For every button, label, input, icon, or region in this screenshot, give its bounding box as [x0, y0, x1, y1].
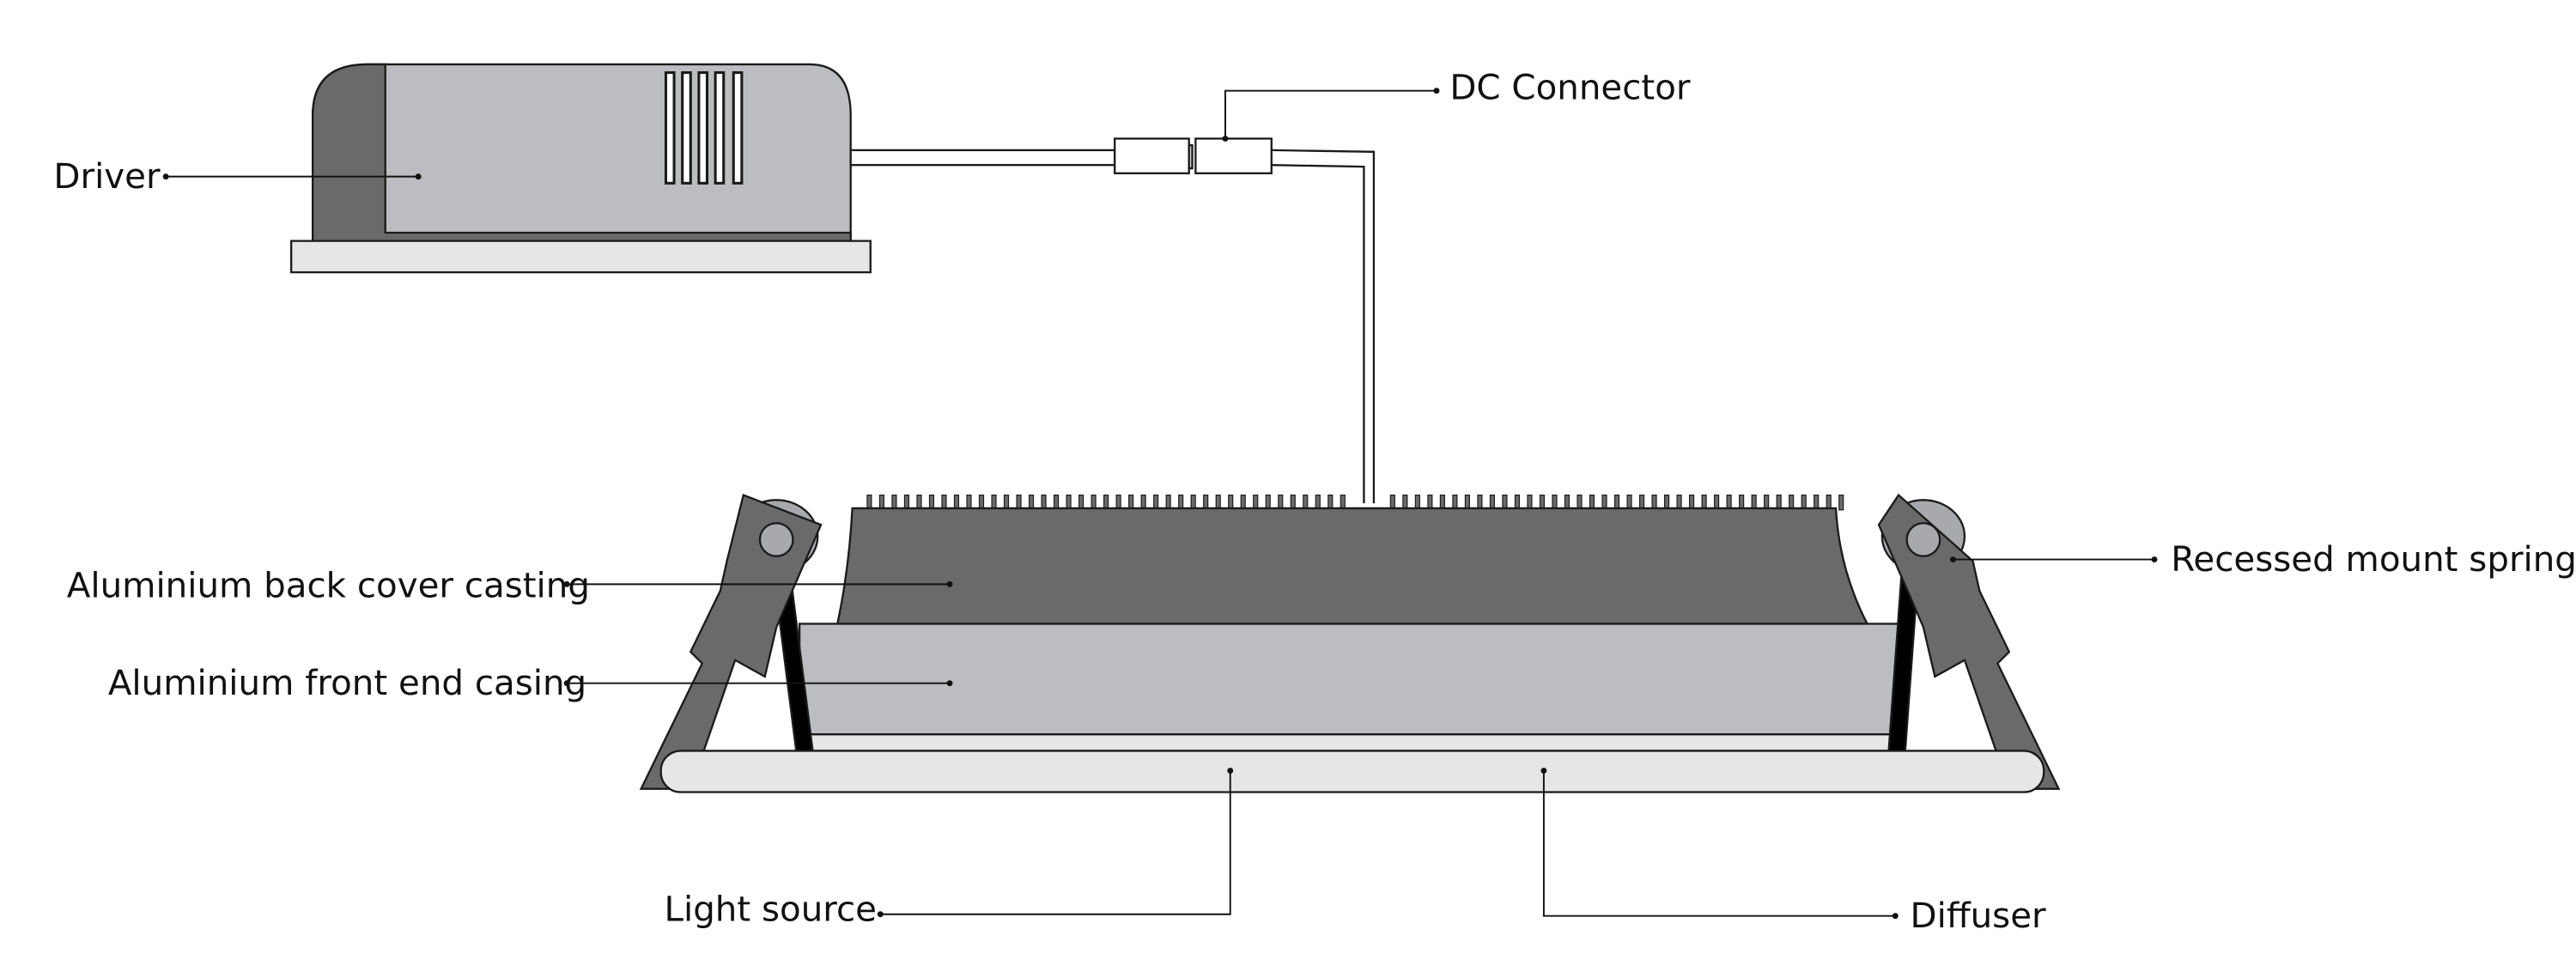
vent-slots	[664, 71, 744, 185]
label-front-end: Aluminium front end casing	[108, 663, 586, 703]
aluminium-front-end-casing	[798, 623, 1900, 736]
label-light-source: Light source	[665, 889, 877, 929]
leader-lines	[166, 89, 2154, 917]
label-dc-connector: DC Connector	[1449, 67, 1691, 107]
leader-dots	[162, 88, 2158, 920]
cable-and-dc-connector	[849, 137, 1376, 504]
left-mount-spring	[639, 494, 823, 790]
label-back-cover: Aluminium back cover casting	[67, 566, 590, 606]
label-diffuser: Diffuser	[1911, 896, 2046, 936]
label-spring: Recessed mount spring	[2171, 539, 2576, 580]
aluminium-back-cover	[835, 507, 1869, 625]
heatsink-fin	[1838, 494, 1844, 511]
driver	[290, 63, 872, 274]
diffuser-lens	[659, 750, 2045, 793]
label-driver: Driver	[53, 156, 161, 197]
